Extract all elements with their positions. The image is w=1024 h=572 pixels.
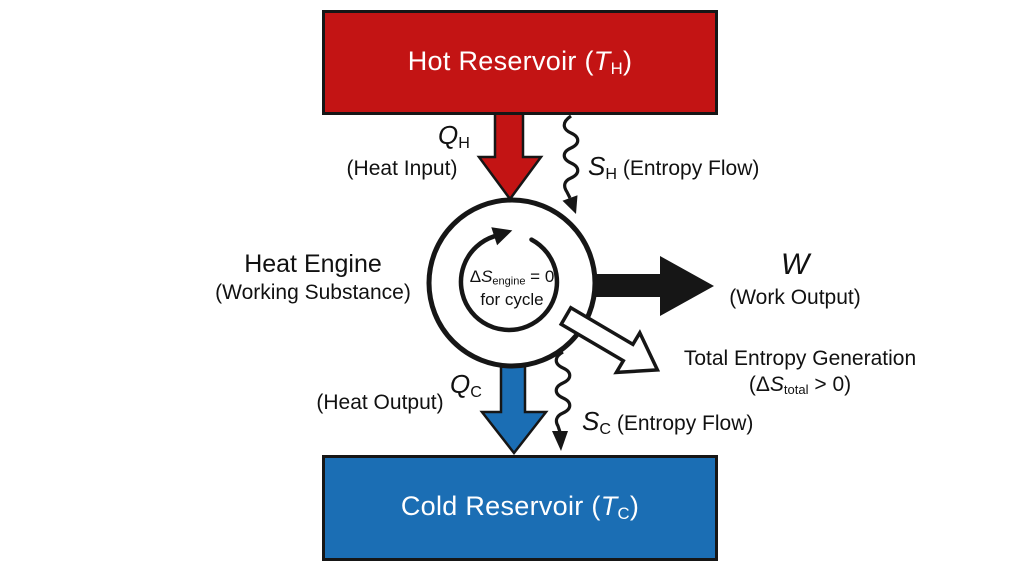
engine-cycle-note: for cycle: [480, 290, 544, 310]
heat-input-note: (Heat Input): [346, 157, 458, 180]
work-output-label: W (Work Output): [705, 248, 885, 310]
entropy-in-label: SH (Entropy Flow): [588, 151, 760, 183]
cycle-rotation-arrow: [458, 227, 560, 333]
heat-engine-label: Heat Engine (Working Substance): [193, 250, 433, 305]
heat-input-arrow: [476, 111, 544, 202]
entropy-generation-label: Total Entropy Generation (ΔStotal > 0): [655, 347, 945, 398]
entropy-flow-in-arrow: [562, 114, 580, 214]
heat-input-symbol: QH: [438, 120, 470, 152]
hot-reservoir-label: Hot Reservoir (TH): [407, 45, 633, 78]
heat-output-note: (Heat Output): [316, 391, 444, 414]
hot-reservoir-box: Hot Reservoir (TH): [322, 10, 718, 115]
work-output-arrow: [596, 256, 714, 316]
engine-core-text: ΔSengine = 0 for cycle: [429, 199, 595, 365]
cold-reservoir-box: Cold Reservoir (TC): [322, 455, 718, 561]
engine-entropy-equation: ΔSengine = 0: [469, 267, 555, 289]
heat-output-symbol: QC: [450, 369, 482, 401]
entropy-generation-equation: (ΔStotal > 0): [748, 373, 852, 398]
heat-engine-subtitle: (Working Substance): [215, 280, 411, 304]
heat-output-arrow: [479, 362, 549, 456]
work-note: (Work Output): [729, 285, 861, 309]
heat-engine-title: Heat Engine: [244, 250, 382, 278]
entropy-generation-title: Total Entropy Generation: [683, 347, 917, 370]
work-symbol: W: [780, 248, 810, 281]
entropy-generation-arrow: [558, 305, 661, 375]
cold-reservoir-label: Cold Reservoir (TC): [400, 491, 640, 524]
entropy-out-label: SC (Entropy Flow): [582, 406, 754, 438]
entropy-flow-out-arrow: [552, 350, 572, 451]
heat-engine-circle: [426, 197, 598, 369]
